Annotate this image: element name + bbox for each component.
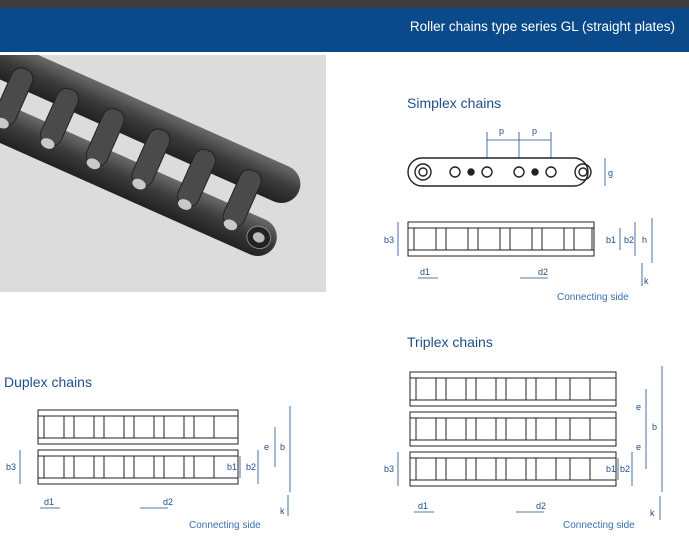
duplex-label-b2: b2 xyxy=(246,462,256,472)
simplex-label-p2: p xyxy=(532,126,537,136)
chain-photo-drawing xyxy=(0,55,301,257)
simplex-diagram: p p g b3 b1 b2 h d1 d2 k xyxy=(384,126,653,286)
simplex-label-d2: d2 xyxy=(538,267,548,277)
triplex-label-b1: b1 xyxy=(606,464,616,474)
simplex-label-g: g xyxy=(608,168,613,178)
triplex-label-d1: d1 xyxy=(418,501,428,511)
top-strip xyxy=(0,0,689,8)
simplex-title: Simplex chains xyxy=(407,95,502,111)
simplex-side-view xyxy=(407,221,595,257)
duplex-label-b1: b1 xyxy=(227,462,237,472)
triplex-strand-1 xyxy=(409,371,617,407)
triplex-diagram: b3 b1 b2 e e b d1 d2 k xyxy=(384,366,663,520)
duplex-title: Duplex chains xyxy=(4,374,92,390)
duplex-strand-1 xyxy=(37,409,239,445)
simplex-label-p1: p xyxy=(499,126,504,136)
simplex-label-b1: b1 xyxy=(606,235,616,245)
simplex-label-b3: b3 xyxy=(384,235,394,245)
triplex-label-b2: b2 xyxy=(620,464,630,474)
duplex-diagram: b3 b1 b2 e b d1 d2 k xyxy=(6,406,291,516)
triplex-label-k: k xyxy=(650,508,655,518)
header-banner: Roller chains type series GL (straight p… xyxy=(0,8,689,52)
triplex-label-e1: e xyxy=(636,402,641,412)
triplex-label-b3: b3 xyxy=(384,464,394,474)
duplex-label-k: k xyxy=(280,506,285,516)
triplex-label-e2: e xyxy=(636,442,641,452)
simplex-label-k: k xyxy=(644,276,649,286)
triplex-strand-3 xyxy=(409,451,617,487)
triplex-strand-2 xyxy=(409,411,617,447)
duplex-caption: Connecting side xyxy=(189,520,261,531)
duplex-strand-2 xyxy=(37,449,239,485)
chain-photo xyxy=(0,55,326,292)
duplex-label-b3: b3 xyxy=(6,462,16,472)
page-title: Roller chains type series GL (straight p… xyxy=(409,19,675,34)
triplex-label-b: b xyxy=(652,422,657,432)
triplex-title: Triplex chains xyxy=(407,334,493,350)
simplex-label-b2: b2 xyxy=(624,235,634,245)
triplex-label-d2: d2 xyxy=(536,501,546,511)
simplex-caption: Connecting side xyxy=(557,292,629,303)
duplex-label-b: b xyxy=(280,442,285,452)
triplex-caption: Connecting side xyxy=(563,520,635,531)
simplex-label-h: h xyxy=(642,235,647,245)
duplex-label-d1: d1 xyxy=(44,497,54,507)
simplex-label-d1: d1 xyxy=(420,267,430,277)
duplex-label-e: e xyxy=(264,442,269,452)
simplex-pin xyxy=(414,163,432,181)
simplex-top-plate xyxy=(407,157,589,187)
duplex-label-d2: d2 xyxy=(163,497,173,507)
